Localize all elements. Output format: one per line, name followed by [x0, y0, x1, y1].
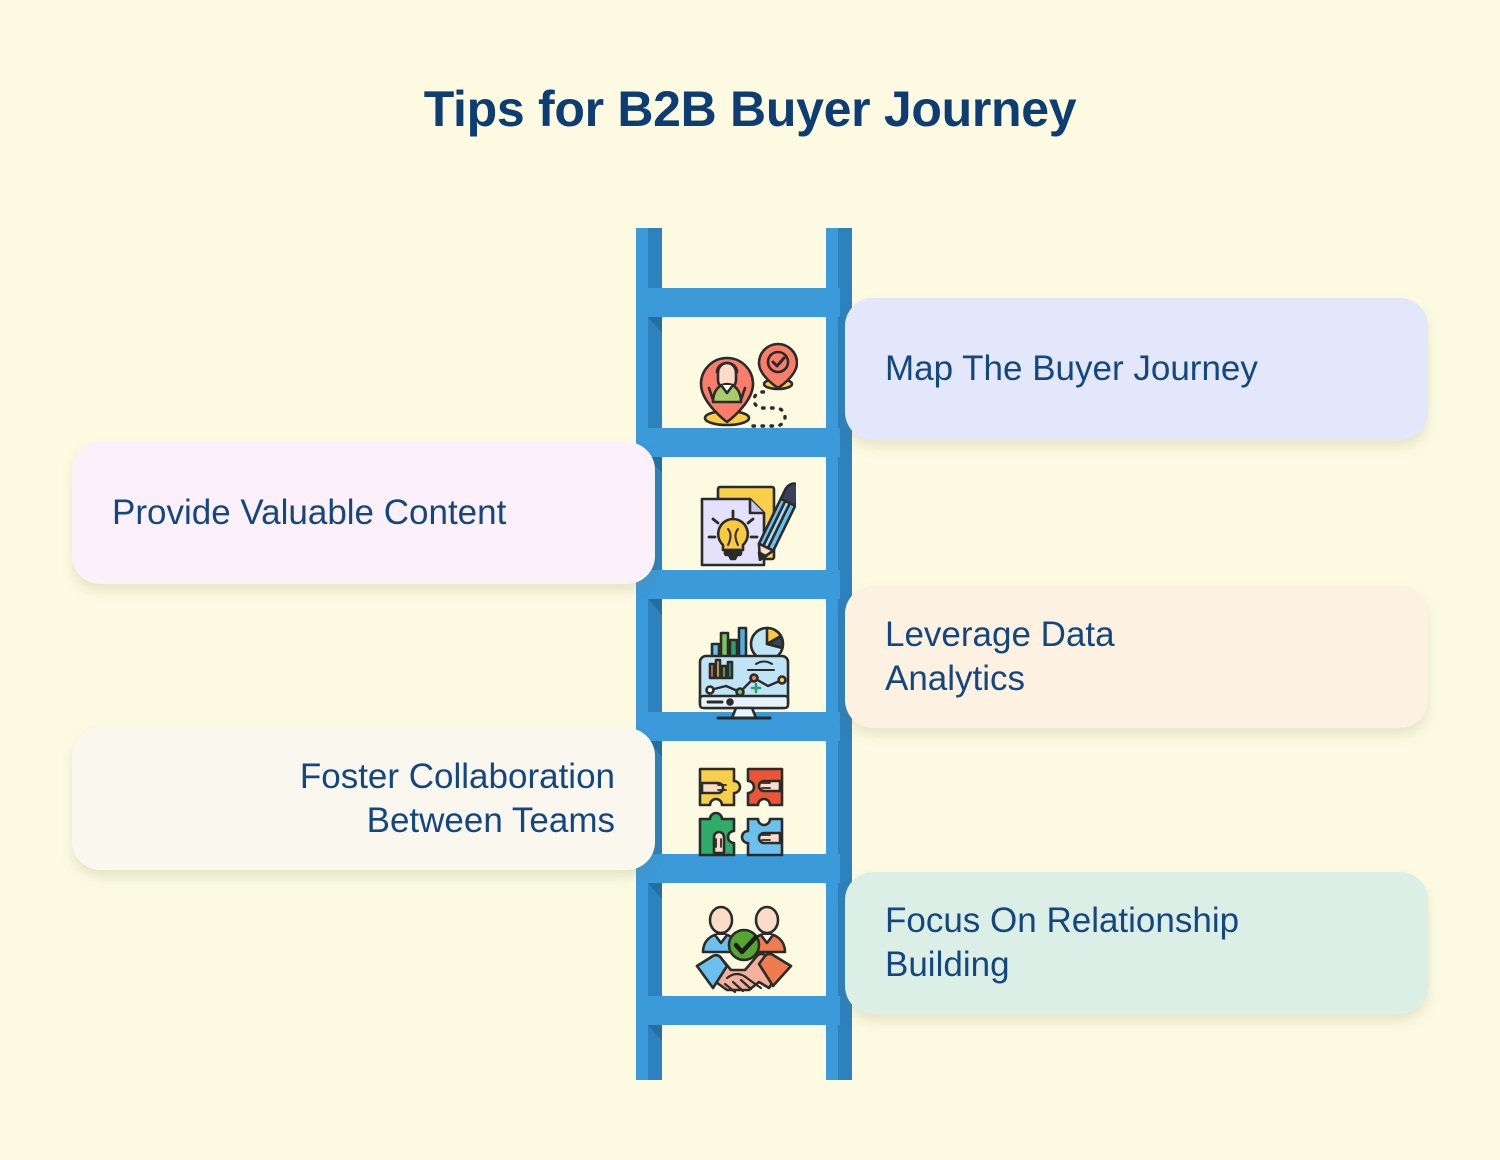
step-label: Map The Buyer Journey	[885, 348, 1258, 388]
step-label: Provide Valuable Content	[112, 492, 507, 532]
step-card-map-the-buyer-journey[interactable]: Map The Buyer Journey	[845, 298, 1428, 440]
step-label: Foster Collaboration Between Teams	[299, 756, 615, 840]
document-lightbulb-pencil-icon	[662, 459, 826, 601]
step-card-provide-valuable-content[interactable]: Provide Valuable Content	[72, 442, 655, 584]
puzzle-pieces-hands-icon	[662, 741, 826, 883]
handshake-people-check-icon	[662, 883, 826, 1025]
step-label: Leverage Data Analytics	[885, 614, 1115, 698]
step-label: Focus On Relationship Building	[885, 900, 1240, 984]
map-pin-journey-icon	[662, 317, 826, 459]
ladder-rail-left	[636, 228, 662, 1080]
page-title: Tips for B2B Buyer Journey	[423, 81, 1077, 137]
step-card-leverage-data-analytics[interactable]: Leverage Data Analytics	[845, 586, 1428, 728]
ladder-rung	[648, 288, 840, 317]
step-card-foster-collaboration-between-teams[interactable]: Foster Collaboration Between Teams	[72, 728, 655, 870]
analytics-monitor-icon	[662, 599, 826, 741]
step-card-focus-on-relationship-building[interactable]: Focus On Relationship Building	[845, 872, 1428, 1014]
